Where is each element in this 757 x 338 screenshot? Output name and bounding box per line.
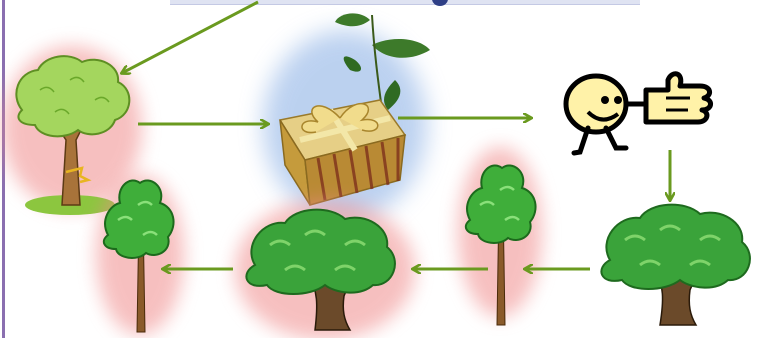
young-tree-mid-right bbox=[458, 147, 542, 325]
figure-leg-left bbox=[574, 128, 588, 153]
large-tree-center bbox=[235, 200, 415, 338]
large-tree-right bbox=[601, 205, 750, 325]
arrow-top-to-fruit-tree bbox=[122, 2, 258, 73]
stick-figure-thumbs-up bbox=[566, 74, 711, 153]
figure-head bbox=[566, 76, 626, 132]
seedling-leaf bbox=[335, 13, 370, 26]
young-tree-left bbox=[96, 175, 184, 335]
tree-canopy bbox=[601, 205, 750, 289]
figure-leg-right bbox=[606, 128, 626, 148]
